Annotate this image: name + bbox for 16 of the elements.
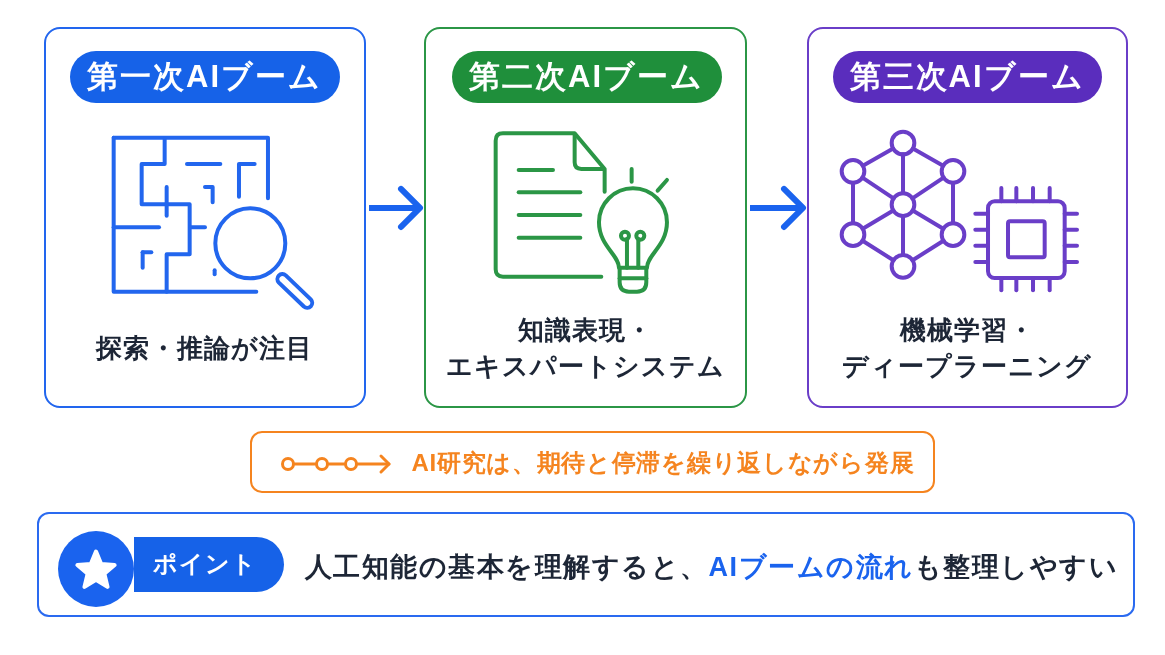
heading-pill: 第二次AIブーム [451, 50, 722, 103]
point-box [37, 512, 1135, 617]
note-text: AI研究は、期待と停滞を繰り返しながら発展 [411, 447, 915, 478]
stage-description: 探索・推論が注目 [96, 331, 313, 365]
stage-panel [807, 27, 1128, 408]
arrow [369, 186, 423, 230]
stage-description: 機械学習・ディープラーニング [842, 313, 1092, 383]
heading-pill: 第三次AIブーム [832, 50, 1102, 103]
point-pill: ポイント [133, 536, 284, 592]
summary-text: 人工知能の基本を理解すると、AIブームの流れも整理しやすい [304, 550, 1118, 584]
stage-panel [424, 27, 747, 408]
arrow [750, 186, 806, 230]
stage-panel [44, 27, 366, 408]
note-box [250, 431, 935, 493]
stage-description: 知識表現・エキスパートシステム [445, 313, 725, 383]
heading-pill: 第一次AIブーム [69, 50, 340, 103]
